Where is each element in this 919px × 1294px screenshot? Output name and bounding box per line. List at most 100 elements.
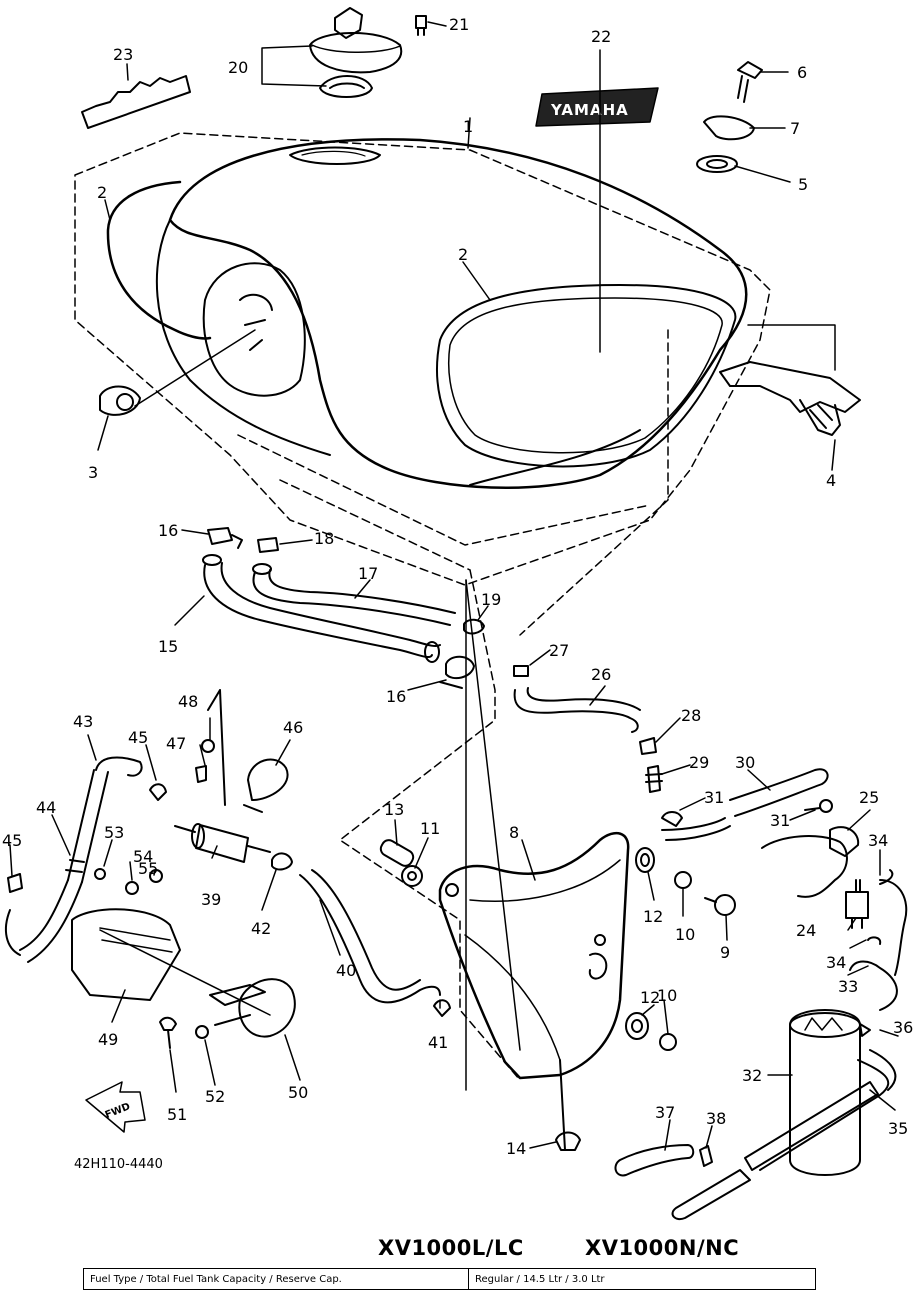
callout-42: 42 xyxy=(251,919,271,938)
hose-43 xyxy=(67,756,143,883)
cover-49 xyxy=(71,908,181,1001)
fuel-cap-assembly xyxy=(309,7,427,98)
washer-5 xyxy=(696,155,738,173)
callout-43: 43 xyxy=(73,712,93,731)
callout-5: 5 xyxy=(798,175,808,194)
mount-bolt-6 xyxy=(737,61,763,103)
yamaha-emblem: YAMAHA xyxy=(535,87,659,127)
bolt-9 xyxy=(704,894,736,916)
callout-17: 17 xyxy=(358,564,378,583)
callout-9: 9 xyxy=(720,943,730,962)
callout-32: 32 xyxy=(742,1066,762,1085)
clip-18 xyxy=(257,537,279,553)
callout-28: 28 xyxy=(681,706,701,725)
callout-45-left: 45 xyxy=(2,831,22,850)
hose-37 xyxy=(614,1144,695,1177)
callout-40: 40 xyxy=(336,961,356,980)
bracket-50 xyxy=(209,978,296,1038)
callout-22: 22 xyxy=(591,27,611,46)
callout-51: 51 xyxy=(167,1105,187,1124)
callout-18: 18 xyxy=(314,529,334,548)
fuel-spec-label: Fuel Type / Total Fuel Tank Capacity / R… xyxy=(84,1269,469,1289)
callout-39: 39 xyxy=(201,890,221,909)
screw-53 xyxy=(94,868,106,880)
callout-30: 30 xyxy=(735,753,755,772)
clip-45-left xyxy=(4,873,23,956)
decal-23 xyxy=(81,75,191,129)
hose-44 xyxy=(19,859,85,963)
fuel-tank-exploded-diagram: YAMAHA xyxy=(2,7,913,1220)
callout-10-upper: 10 xyxy=(675,925,695,944)
callout-35: 35 xyxy=(888,1119,908,1138)
grommet-14 xyxy=(555,1131,581,1151)
leader-lines xyxy=(9,21,899,1151)
callout-2-right: 2 xyxy=(458,245,468,264)
valve-24 xyxy=(845,879,869,929)
callout-48: 48 xyxy=(178,692,198,711)
callout-14: 14 xyxy=(506,1139,526,1158)
forward-arrow-icon: FWD xyxy=(85,1081,146,1133)
callout-31-left: 31 xyxy=(704,788,724,807)
callout-37: 37 xyxy=(655,1103,675,1122)
bolt-51 xyxy=(159,1016,177,1049)
grommet-12-lower xyxy=(625,1012,649,1040)
yamaha-emblem-text: YAMAHA xyxy=(550,101,629,119)
callout-53: 53 xyxy=(104,823,124,842)
callout-47: 47 xyxy=(166,734,186,753)
washer-48 xyxy=(201,739,215,753)
callout-2-left: 2 xyxy=(97,183,107,202)
model-name-right: XV1000N/NC xyxy=(585,1236,740,1260)
bracket-25 xyxy=(761,826,860,898)
hoses-15-17 xyxy=(202,554,456,663)
strap-46 xyxy=(243,758,289,813)
callout-8: 8 xyxy=(509,823,519,842)
fuel-spec-value: Regular / 14.5 Ltr / 3.0 Ltr xyxy=(475,1273,605,1285)
callout-13: 13 xyxy=(384,800,404,819)
grommet-11 xyxy=(401,865,423,887)
nut-10-upper xyxy=(674,871,692,889)
callout-16-lower: 16 xyxy=(386,687,406,706)
screw-47 xyxy=(195,765,207,783)
assembly-boundary-lines xyxy=(74,132,771,1081)
callout-23: 23 xyxy=(113,45,133,64)
hose-30 xyxy=(729,768,829,817)
callout-1: 1 xyxy=(463,117,473,136)
callout-52: 52 xyxy=(205,1087,225,1106)
hose-40 xyxy=(299,869,441,1004)
callout-44: 44 xyxy=(36,798,56,817)
callout-15: 15 xyxy=(158,637,178,656)
callout-46: 46 xyxy=(283,718,303,737)
callout-20: 20 xyxy=(228,58,248,77)
clip-42 xyxy=(271,852,293,871)
grommet-3 xyxy=(99,385,141,416)
fuel-filter-39 xyxy=(174,689,271,863)
decal-strip-left xyxy=(106,180,212,340)
hose-26 xyxy=(513,665,657,755)
clip-16-lower xyxy=(439,655,475,689)
callout-31-right: 31 xyxy=(770,811,790,830)
callout-19: 19 xyxy=(481,590,501,609)
callout-16-upper: 16 xyxy=(158,521,178,540)
clip-31-right xyxy=(804,799,833,813)
callout-41: 41 xyxy=(428,1033,448,1052)
fuel-spec-table: Fuel Type / Total Fuel Tank Capacity / R… xyxy=(83,1268,816,1290)
callout-38: 38 xyxy=(706,1109,726,1128)
callout-24: 24 xyxy=(796,921,816,940)
clip-45-upper xyxy=(149,783,167,801)
callout-4: 4 xyxy=(826,471,836,490)
callout-26: 26 xyxy=(591,665,611,684)
callout-numbers: 1 2 2 3 4 5 6 7 8 9 10 10 11 12 12 13 14… xyxy=(2,15,913,1158)
callout-49: 49 xyxy=(98,1030,118,1049)
callout-55: 55 xyxy=(138,859,158,878)
callout-27: 27 xyxy=(549,641,569,660)
callout-45-upper: 45 xyxy=(128,728,148,747)
hose-38-lower xyxy=(671,1081,879,1220)
washer-52 xyxy=(195,1025,209,1039)
clip-31-left xyxy=(661,811,731,841)
bracket-4 xyxy=(719,361,861,436)
callout-36: 36 xyxy=(893,1018,913,1037)
pin-13 xyxy=(379,839,415,867)
fitting-29 xyxy=(645,765,663,793)
clip-38 xyxy=(699,1145,713,1167)
